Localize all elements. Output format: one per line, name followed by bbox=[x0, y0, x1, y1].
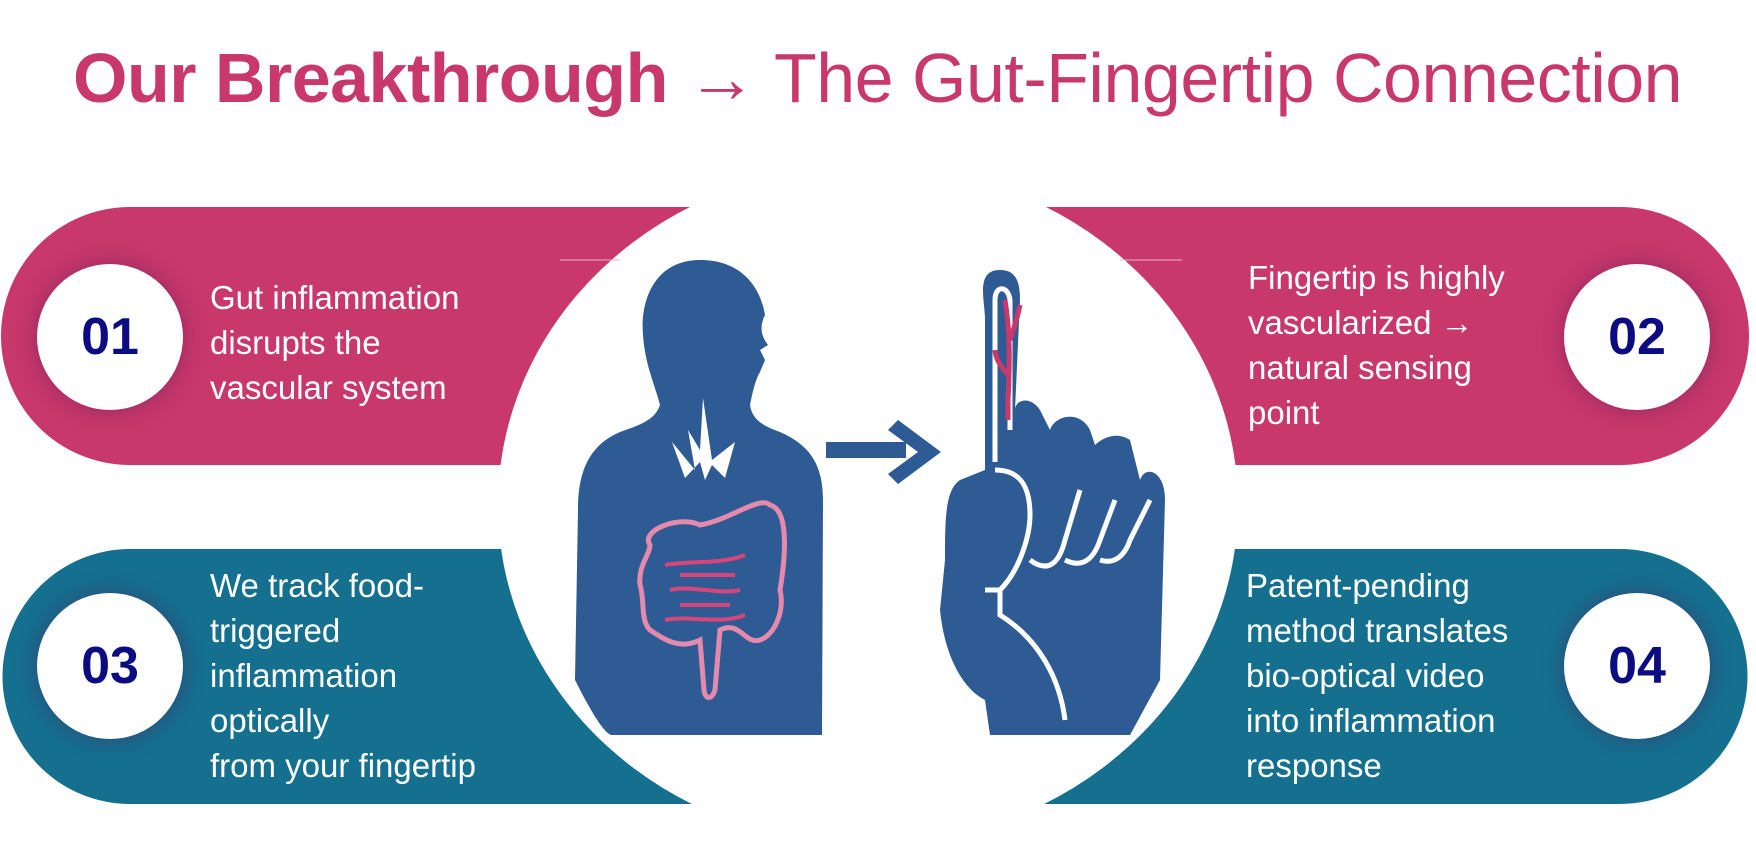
text-line: from your fingertip bbox=[210, 747, 476, 784]
text-line: optically bbox=[210, 702, 330, 739]
text-line: We track food- bbox=[210, 567, 424, 604]
step-number-01: 01 bbox=[37, 264, 183, 410]
step-text-01: Gut inflammation disrupts the vascular s… bbox=[210, 275, 459, 410]
text-line: inflammation bbox=[210, 657, 398, 694]
text-line: into inflammation bbox=[1246, 702, 1496, 739]
title-arrow: → bbox=[686, 39, 757, 117]
text-line: response bbox=[1246, 747, 1382, 784]
step-text-04: Patent-pending method translates bio-opt… bbox=[1246, 563, 1508, 788]
step-number-04: 04 bbox=[1564, 593, 1710, 739]
arrow-right-icon bbox=[826, 420, 941, 484]
finger-hand-icon bbox=[940, 270, 1165, 735]
text-line: natural sensing bbox=[1248, 349, 1472, 386]
step-number-03: 03 bbox=[37, 593, 183, 739]
text-line: triggered bbox=[210, 612, 341, 649]
text-line: vascular system bbox=[210, 369, 447, 406]
title-bold: Our Breakthrough bbox=[73, 39, 668, 117]
step-number-02: 02 bbox=[1564, 264, 1710, 410]
text-line: Gut inflammation bbox=[210, 279, 460, 316]
page-title: Our Breakthrough → The Gut-Fingertip Con… bbox=[73, 38, 1683, 118]
step-text-03: We track food- triggered inflammation op… bbox=[210, 563, 476, 788]
text-line: vascularized → bbox=[1248, 304, 1474, 341]
text-line: point bbox=[1248, 394, 1320, 431]
text-line: method translates bbox=[1246, 612, 1509, 649]
text-line: bio-optical video bbox=[1246, 657, 1485, 694]
step-text-02: Fingertip is highly vascularized → natur… bbox=[1248, 255, 1505, 435]
title-rest: The Gut-Fingertip Connection bbox=[773, 39, 1683, 117]
text-line: Patent-pending bbox=[1246, 567, 1470, 604]
text-line: Fingertip is highly bbox=[1248, 259, 1505, 296]
human-gut-icon bbox=[575, 260, 823, 735]
text-line: disrupts the bbox=[210, 324, 381, 361]
